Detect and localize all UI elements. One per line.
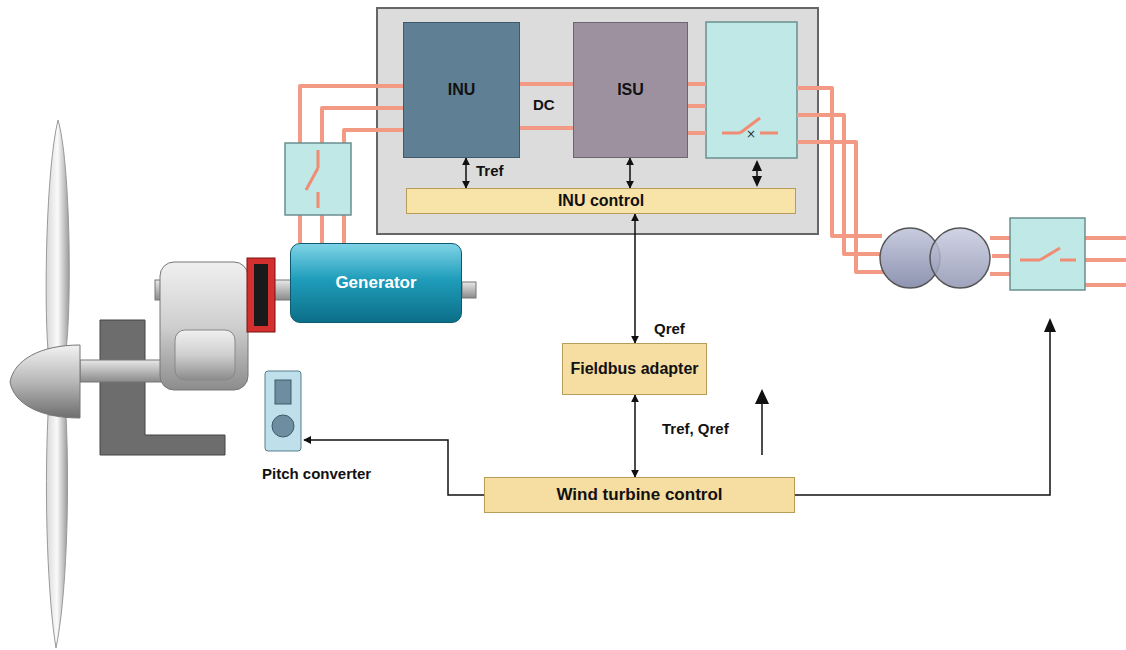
direction-arrow <box>755 389 769 455</box>
converter-box: INU <box>403 22 520 158</box>
rotor-blade <box>46 415 67 648</box>
breaker-mark: × <box>746 127 756 141</box>
coupling <box>254 264 268 326</box>
generator: Generator <box>290 243 462 323</box>
node-label: INU control <box>558 192 644 210</box>
switch-box <box>1010 218 1085 290</box>
switch-box <box>706 22 797 158</box>
signal-label: DC <box>531 96 557 113</box>
signal-label: Qref <box>652 320 687 337</box>
signal-connector <box>629 158 631 188</box>
node-label: Wind turbine control <box>556 485 722 505</box>
breaker-symbol <box>1020 248 1076 260</box>
rotor-blade <box>46 120 69 350</box>
switch-box <box>285 143 351 215</box>
hub <box>10 345 80 418</box>
control-line <box>795 318 1056 495</box>
signal-connector <box>634 395 636 477</box>
control-box: Wind turbine control <box>484 477 795 513</box>
coupling <box>247 258 275 332</box>
node-label: Generator <box>335 273 416 293</box>
node-label: INU <box>448 81 476 99</box>
signal-connector <box>634 214 636 343</box>
converter-cabinet <box>377 8 818 234</box>
node-label: Fieldbus adapter <box>570 360 698 378</box>
gearbox <box>160 262 248 390</box>
control-box: Fieldbus adapter <box>562 343 707 395</box>
converter-box: ISU <box>573 22 688 158</box>
signal-label: Tref <box>474 162 506 179</box>
node-label: ISU <box>617 81 644 99</box>
signal-connector <box>465 158 467 188</box>
shaft-end <box>462 282 476 298</box>
node-label: Pitch converter <box>262 465 371 482</box>
transformer <box>930 228 990 288</box>
control-box: INU control <box>406 188 796 214</box>
breaker-symbol <box>306 150 318 208</box>
control-line <box>752 160 762 187</box>
gearbox <box>175 330 235 380</box>
signal-label: Tref, Qref <box>660 420 731 437</box>
pitch-converter-icon <box>264 370 302 452</box>
pitch-converter: Pitch converter <box>262 370 430 482</box>
